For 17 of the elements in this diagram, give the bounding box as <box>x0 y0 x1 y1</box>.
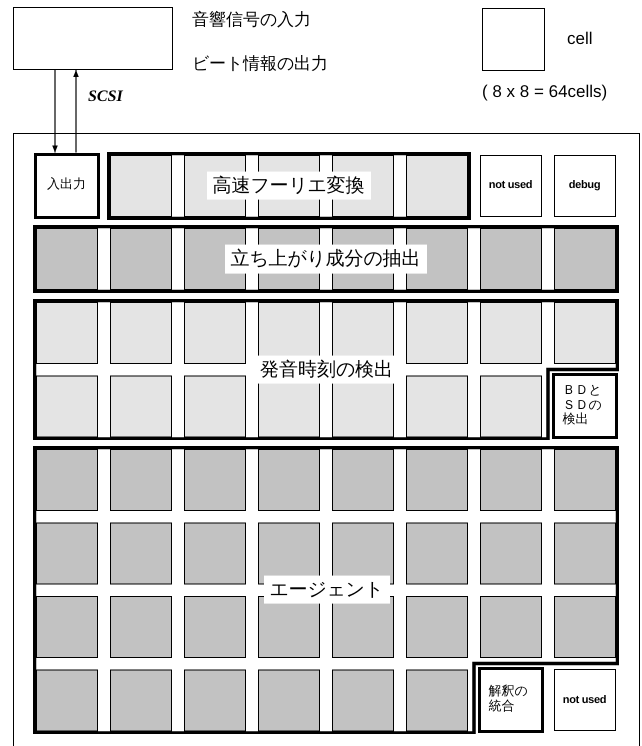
module-cell: debug <box>554 154 616 216</box>
note-text: 音響信号の入力 <box>192 9 311 31</box>
arrow <box>73 70 79 152</box>
module-cell: 入出力 <box>34 152 100 218</box>
board-frame <box>13 133 640 746</box>
module-cell: not used <box>554 669 616 731</box>
module-label: エージェント <box>264 575 390 604</box>
module-label: 高速フーリエ変換 <box>206 171 370 200</box>
module-cell: not used <box>480 154 542 216</box>
note-text: ビート情報の出力 <box>192 53 328 75</box>
arrow <box>52 70 58 152</box>
computer-box <box>13 7 173 70</box>
legend-note: ( 8 x 8 = 64cells) <box>482 82 608 102</box>
module-cell: ＢＤとＳＤの検出 <box>552 373 618 439</box>
module-cell: 解釈の統合 <box>478 667 544 733</box>
legend-text: cell <box>567 29 593 49</box>
module-label: 立ち上がり成分の抽出 <box>224 244 426 274</box>
